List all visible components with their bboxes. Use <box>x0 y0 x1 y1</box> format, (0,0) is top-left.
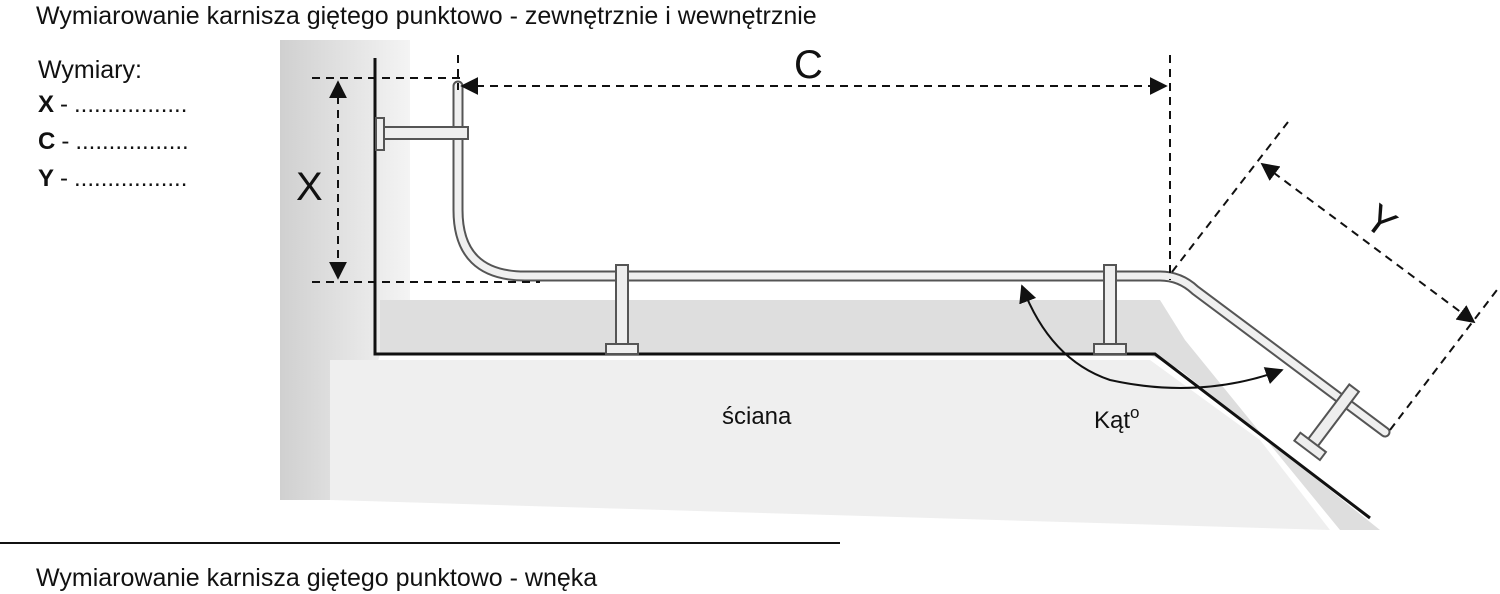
bracket-2-base <box>1093 343 1127 355</box>
legend-heading: Wymiary: <box>38 56 142 84</box>
curtain-rod <box>452 80 1391 438</box>
ceiling-shadow <box>380 300 1380 530</box>
page-title: Wymiarowanie karnisza giętego punktowo -… <box>36 2 817 30</box>
wall-shading <box>280 40 1380 530</box>
wall-line <box>373 58 1371 520</box>
legend-separator: - <box>61 128 70 155</box>
bracket-1-base <box>605 343 639 355</box>
legend-fill-c: ................. <box>75 128 189 155</box>
legend-separator: - <box>60 91 69 118</box>
rod-body <box>454 82 1389 436</box>
legend-row-c: C-................. <box>38 123 189 160</box>
dimensions-legend: Wymiary: X-................. C-.........… <box>38 54 189 197</box>
angle-degree-symbol: o <box>1130 403 1139 422</box>
legend-separator: - <box>60 165 69 192</box>
y-dimension-line <box>1260 162 1476 324</box>
legend-row-y: Y-................. <box>38 160 189 197</box>
angle-label-text: Kąt <box>1094 407 1130 434</box>
section-title: Wymiarowanie karnisza giętego punktowo -… <box>36 564 598 592</box>
legend-key-c: C <box>38 128 56 155</box>
legend-fill-y: ................. <box>74 165 188 192</box>
wall-outline <box>373 58 1371 520</box>
wall-label: ściana <box>722 403 792 430</box>
bracket-wall-arm <box>377 126 469 140</box>
bracket-1-stem <box>615 264 629 352</box>
bracket-3 <box>1292 383 1361 462</box>
dimension-lines <box>312 55 1500 431</box>
c-dimension-label: C <box>794 43 823 87</box>
bracket-2-stem <box>1103 264 1117 352</box>
x-dimension-label: X <box>296 165 323 209</box>
legend-key-x: X <box>38 91 55 118</box>
angle-arc <box>1019 284 1284 389</box>
floor-shadow <box>330 360 1330 530</box>
section-divider <box>0 542 840 544</box>
curtain-rod-diagram: X C Y ściana Kąto <box>280 40 1500 530</box>
legend-key-y: Y <box>38 165 55 192</box>
angle-label: Kąto <box>1094 403 1140 434</box>
legend-row-x: X-................. <box>38 86 189 123</box>
legend-fill-x: ................. <box>74 91 188 118</box>
bracket-wall-plate <box>375 117 385 151</box>
y-extension-end <box>1389 285 1500 431</box>
y-extension-start <box>1171 121 1289 273</box>
